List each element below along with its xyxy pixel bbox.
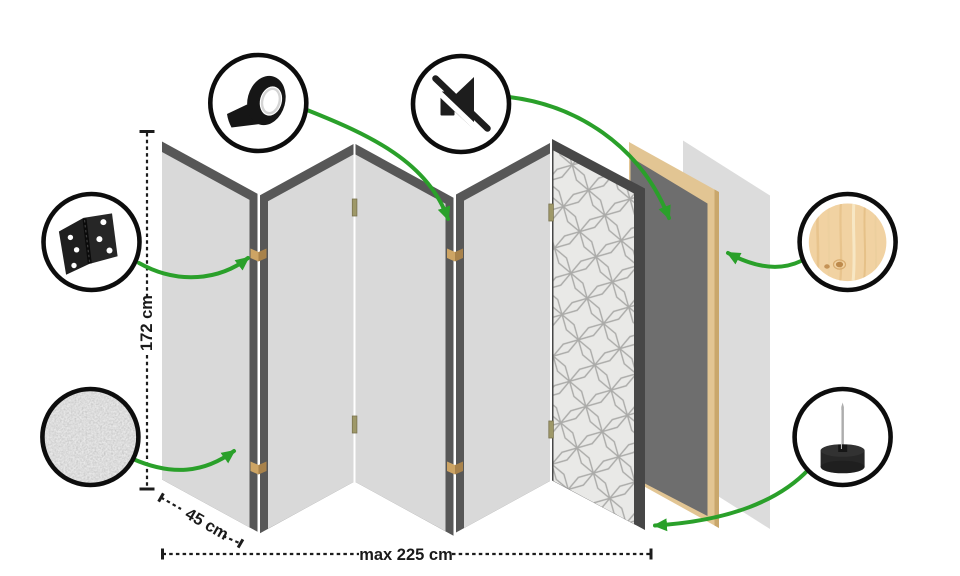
svg-text:172 cm: 172 cm — [138, 295, 156, 351]
svg-text:max 225 cm: max 225 cm — [359, 546, 453, 564]
